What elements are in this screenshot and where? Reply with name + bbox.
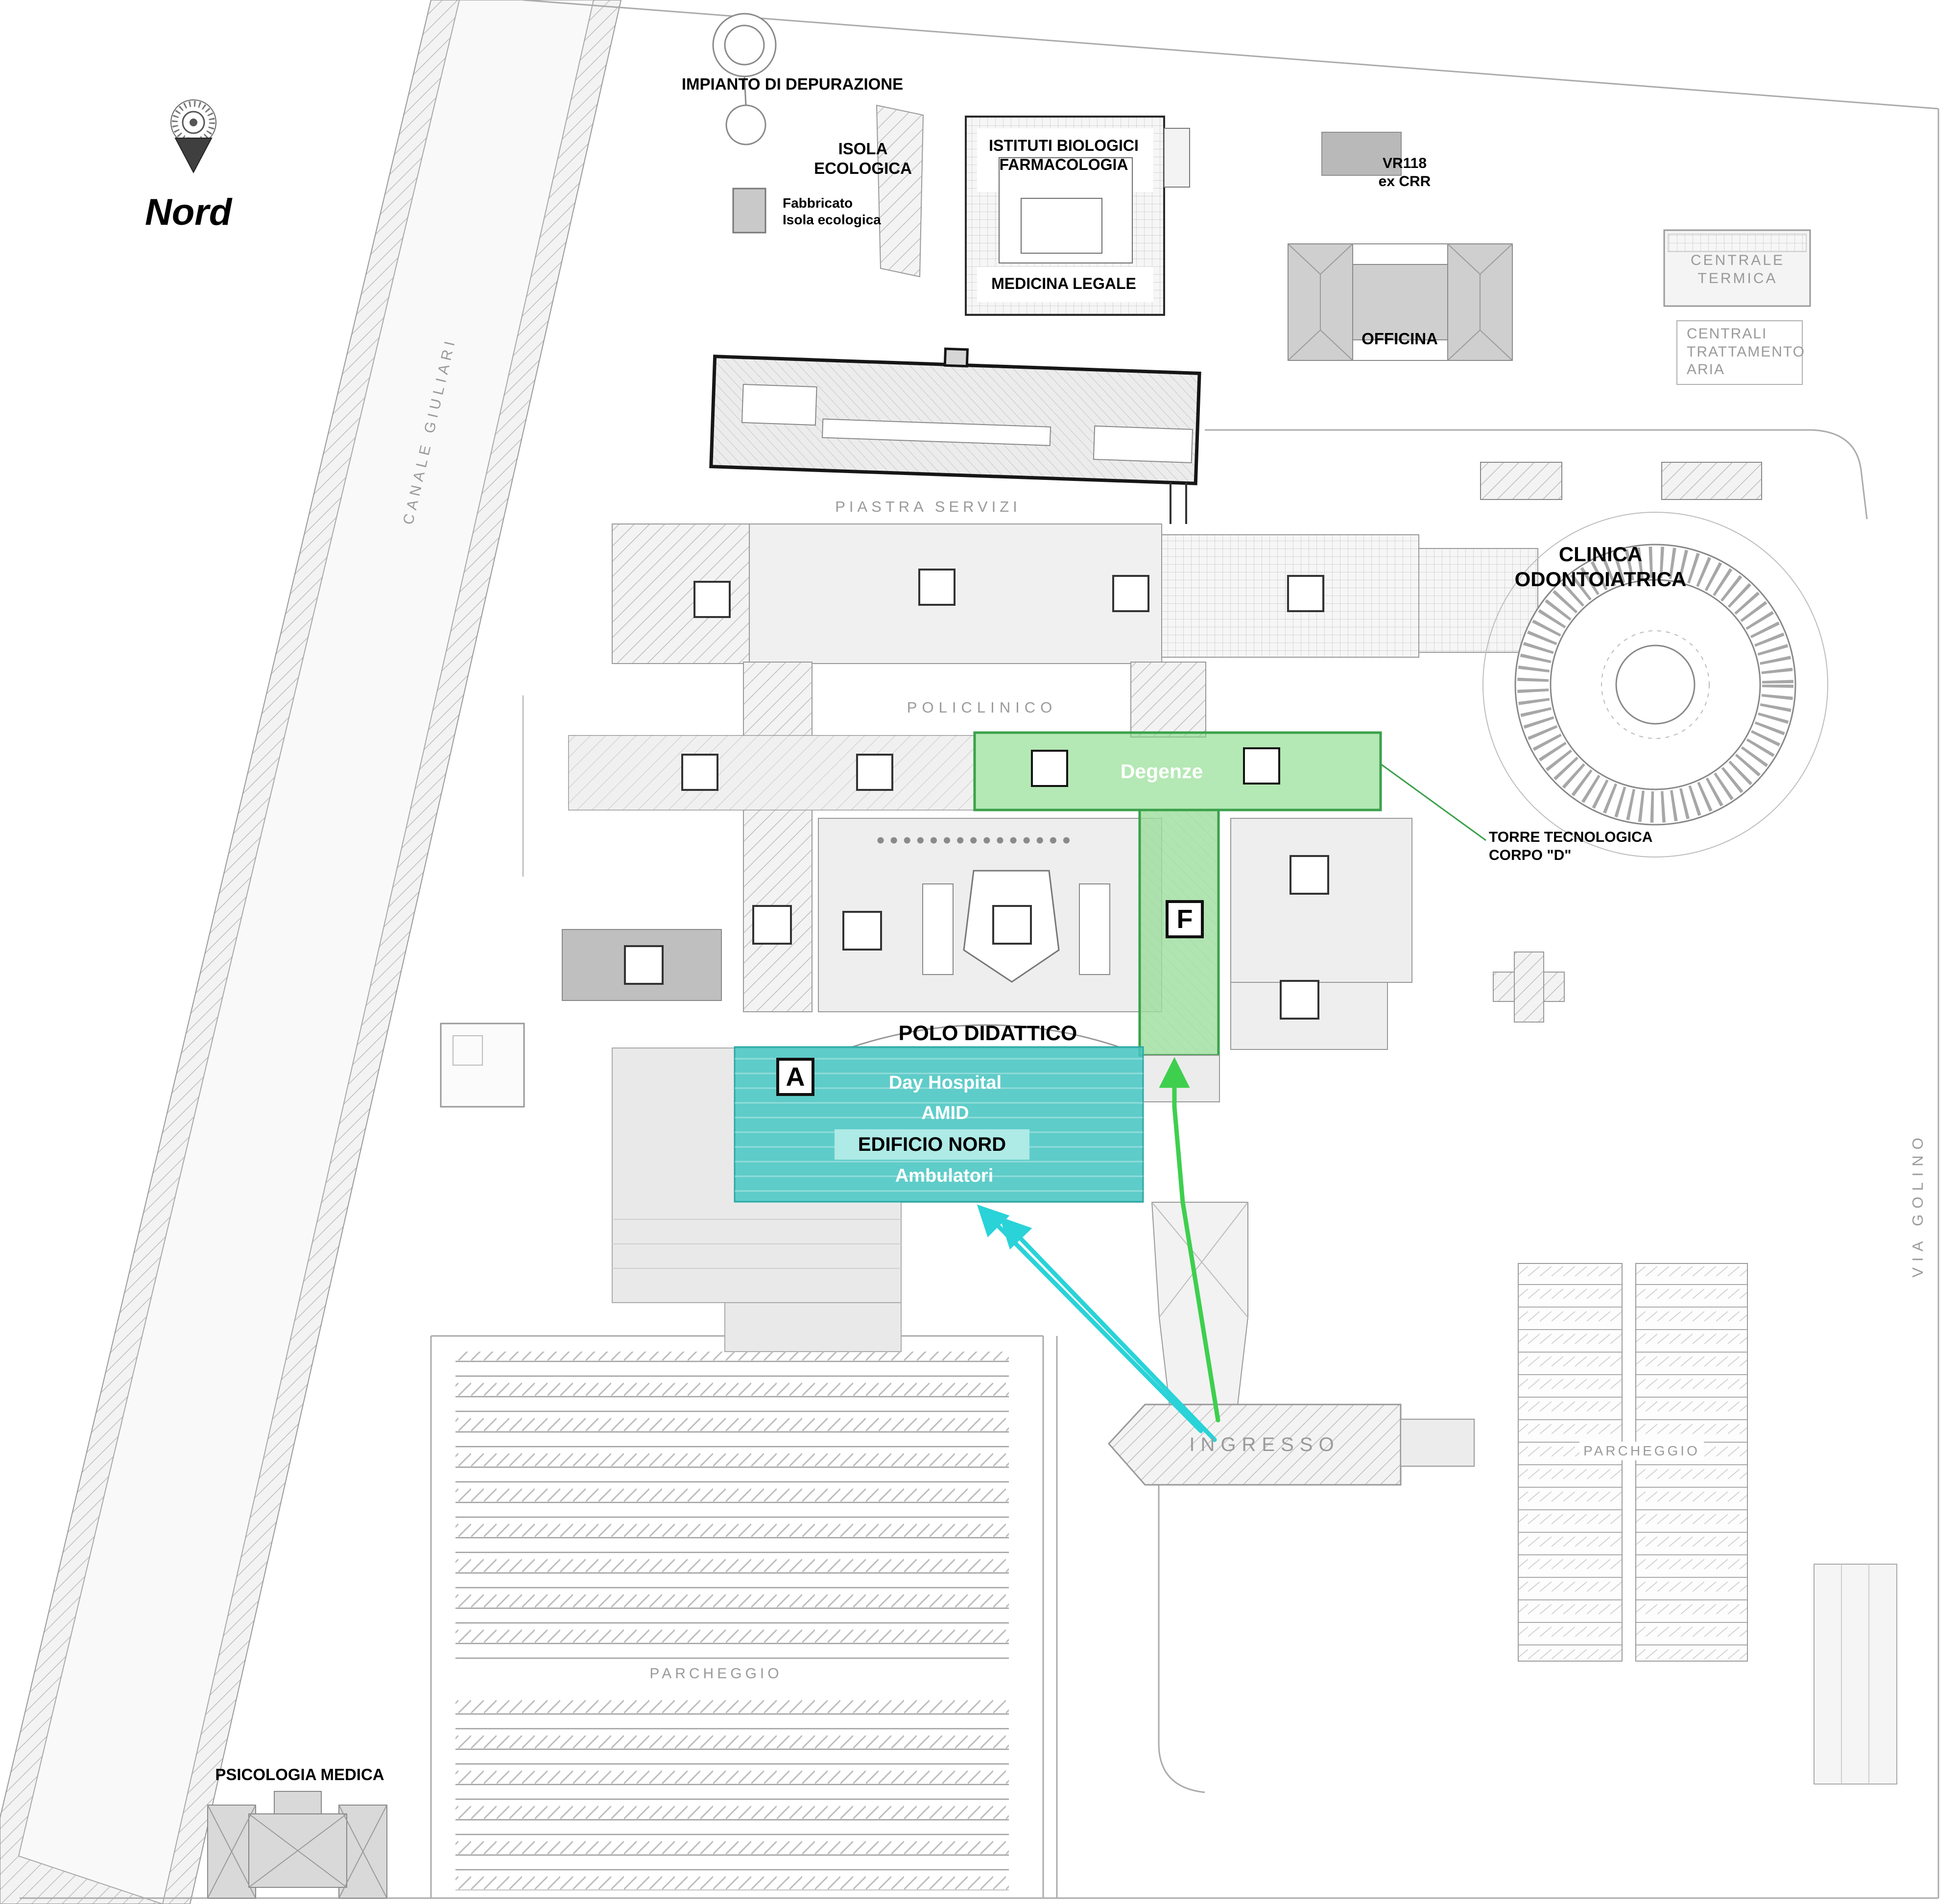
polo-didattico-label: POLO DIDATTICO [898, 1022, 1077, 1045]
centrale-termica-building [1663, 229, 1811, 307]
istituti-biologici-building [965, 116, 1190, 316]
via-golino-label: VIA GOLINO [1909, 1132, 1927, 1278]
centrali-trattamento-aria-box [1676, 320, 1803, 385]
canal-band [0, 0, 622, 1904]
parcheggio-south-label: PARCHEGGIO [645, 1664, 788, 1684]
degenze-label: Degenze [1120, 760, 1203, 783]
centrali-aria-label: CENTRALI TRATTAMENTO ARIA [1687, 326, 1805, 378]
vr118-label: VR118 ex CRR [1378, 155, 1431, 190]
parking-south [455, 1352, 1009, 1890]
ambulatori-label: Ambulatori [895, 1166, 994, 1186]
compass-icon [170, 99, 216, 174]
impianto-depurazione-label: IMPIANTO DI DEPURAZIONE [681, 75, 904, 93]
parking-east [1518, 1263, 1748, 1662]
small-service-blocks [1480, 462, 1762, 500]
istituti-biologici-label: ISTITUTI BIOLOGICI FARMACOLOGIA [989, 137, 1139, 174]
wing-a-label: A [776, 1058, 814, 1096]
north-label: Nord [145, 191, 232, 233]
green-route-arrow [1159, 1057, 1220, 1423]
site-boundary [20, 0, 1939, 1899]
east-building [1814, 1564, 1897, 1785]
route-arrows [977, 1057, 1220, 1442]
piastra-servizi-label: PIASTRA SERVIZI [835, 498, 1021, 515]
fabbricato-isola-label: Fabbricato Isola ecologica [783, 195, 881, 228]
depuration-plant [712, 13, 924, 278]
piastra-servizi-strip [612, 524, 1538, 1012]
day-hospital-label: Day Hospital [888, 1072, 1002, 1093]
psicologia-medica-building [207, 1791, 387, 1899]
isola-ecologica-label: ISOLA ECOLOGICA [814, 140, 912, 178]
round-lecture-building [1482, 512, 1828, 857]
ingresso-label: INGRESSO [1189, 1434, 1340, 1455]
edificio-nord-text: EDIFICIO NORD [858, 1133, 1006, 1155]
vr118-building [1321, 132, 1402, 176]
policlinico-label: POLICLINICO [907, 699, 1057, 716]
officina-building [1288, 243, 1513, 361]
degenze-highlight [973, 731, 1486, 1102]
ward-band [568, 735, 975, 810]
north-service-building [709, 347, 1201, 485]
cyan-route-arrow-2 [1000, 1216, 1217, 1442]
service-link [1170, 482, 1187, 524]
edificio-nord-label: EDIFICIO NORD [835, 1129, 1029, 1160]
wing-f-label: F [1166, 900, 1204, 938]
parcheggio-east-label: PARCHEGGIO [1579, 1442, 1704, 1461]
centrale-termica-label: CENTRALE TERMICA [1690, 252, 1785, 286]
medicina-legale-label: MEDICINA LEGALE [991, 275, 1136, 292]
officina-label: OFFICINA [1362, 330, 1438, 348]
cross-building [1493, 952, 1565, 1023]
psicologia-medica-label: PSICOLOGIA MEDICA [215, 1765, 384, 1784]
amid-label: AMID [921, 1103, 969, 1123]
torre-tecnologica-label: TORRE TECNOLOGICA CORPO "D" [1489, 829, 1653, 863]
entrance-canopy [1107, 1404, 1475, 1486]
clinica-odontoiatrica-label: CLINICA ODONTOIATRICA [1514, 543, 1687, 591]
